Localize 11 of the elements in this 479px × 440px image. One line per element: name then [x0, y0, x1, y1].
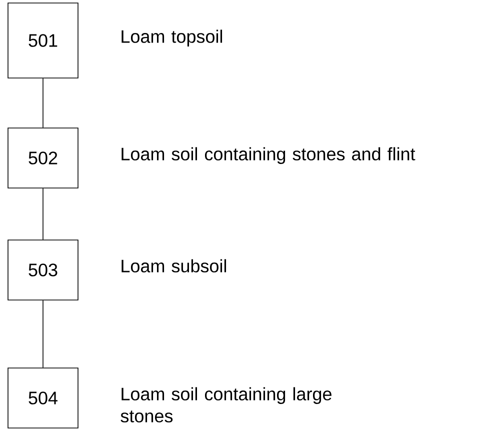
description-text: Loam soil containing large stones: [120, 387, 332, 422]
description-text: Loam soil containing stones and flint: [122, 147, 416, 164]
number-box: 504: [8, 368, 78, 428]
number-box: 502: [8, 128, 78, 188]
connector-line: [42, 300, 44, 368]
number-box: 503: [8, 240, 78, 300]
connector-line: [42, 188, 44, 240]
description-text: Loam topsoil: [122, 30, 222, 46]
connector-line: [42, 78, 44, 128]
number-box: 501: [8, 2, 78, 78]
description-text: Loam subsoil: [122, 259, 226, 272]
